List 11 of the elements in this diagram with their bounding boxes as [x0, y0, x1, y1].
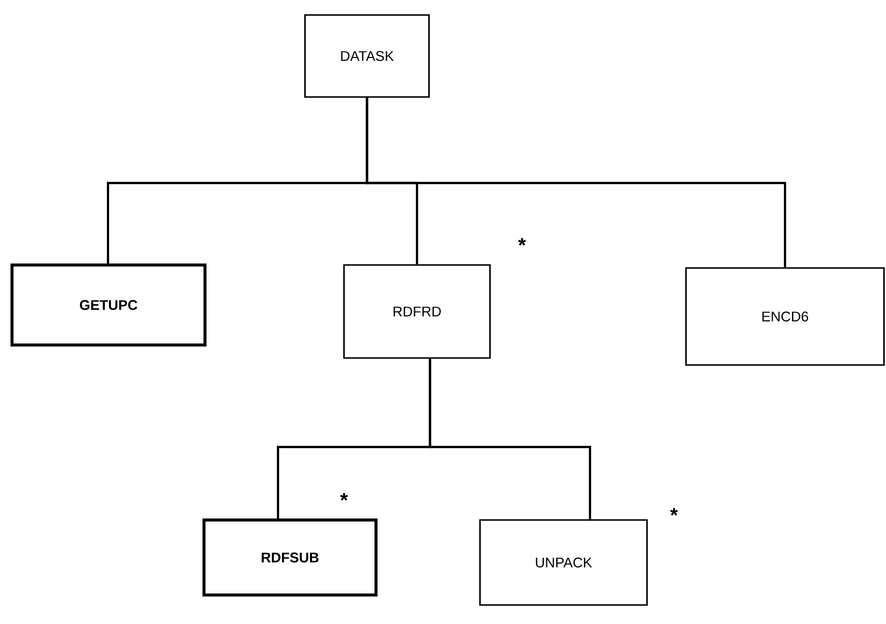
module-box: RDFRD — [343, 264, 491, 359]
asterisk-mark: * — [670, 508, 678, 516]
asterisk-mark: * — [340, 493, 348, 501]
connector-line — [428, 358, 592, 520]
module-box: GETUPC — [10, 264, 206, 346]
module-box: ENCD6 — [685, 267, 885, 366]
module-box: DATASK — [304, 14, 430, 98]
asterisk-mark: * — [518, 238, 526, 246]
module-box: RDFSUB — [202, 518, 378, 596]
module-box: UNPACK — [479, 519, 648, 606]
connector-line — [366, 98, 786, 268]
